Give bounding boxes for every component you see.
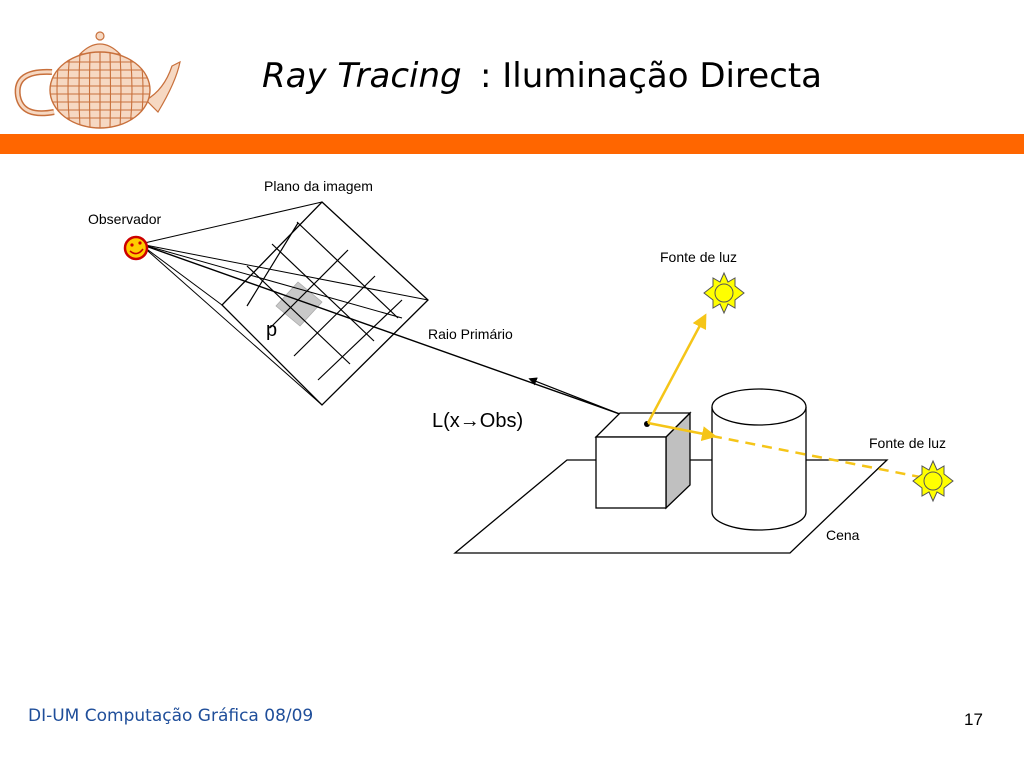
- label-primary-ray: Raio Primário: [428, 326, 513, 342]
- teapot-image: [14, 31, 181, 129]
- shadow-ray-right: [647, 421, 717, 442]
- label-scene: Cena: [826, 527, 860, 543]
- primary-ray: [139, 243, 649, 425]
- label-observer: Observador: [88, 211, 161, 227]
- page-number: 17: [964, 710, 983, 729]
- title-divider-bar: [0, 134, 1024, 154]
- smiley-icon: [123, 235, 149, 261]
- footer-course: DI-UM Computação Gráfica 08/09: [28, 706, 314, 726]
- sun-icon: [912, 459, 954, 503]
- shadow-ray-top: [646, 313, 707, 424]
- label-light-top: Fonte de luz: [660, 249, 737, 265]
- title-rest: : Iluminação Directa: [480, 56, 823, 96]
- cylinder-object: [711, 388, 807, 531]
- ray-tracing-diagram: Plano da imagem Observador p Raio Primár…: [88, 178, 954, 554]
- sun-icon: [703, 271, 745, 315]
- label-image-plane: Plano da imagem: [264, 178, 373, 194]
- slide-title: Ray Tracing : Iluminação Directa: [0, 56, 1024, 106]
- label-radiance: L(x→Obs): [432, 410, 523, 432]
- label-pixel-p: p: [266, 319, 277, 341]
- title-italic: Ray Tracing: [262, 56, 462, 96]
- label-light-right: Fonte de luz: [869, 435, 946, 451]
- box-object: [594, 411, 692, 510]
- image-plane: [139, 201, 429, 406]
- pixel-p-cell: [275, 281, 323, 327]
- shadow-ray-right-dashed: [711, 434, 921, 479]
